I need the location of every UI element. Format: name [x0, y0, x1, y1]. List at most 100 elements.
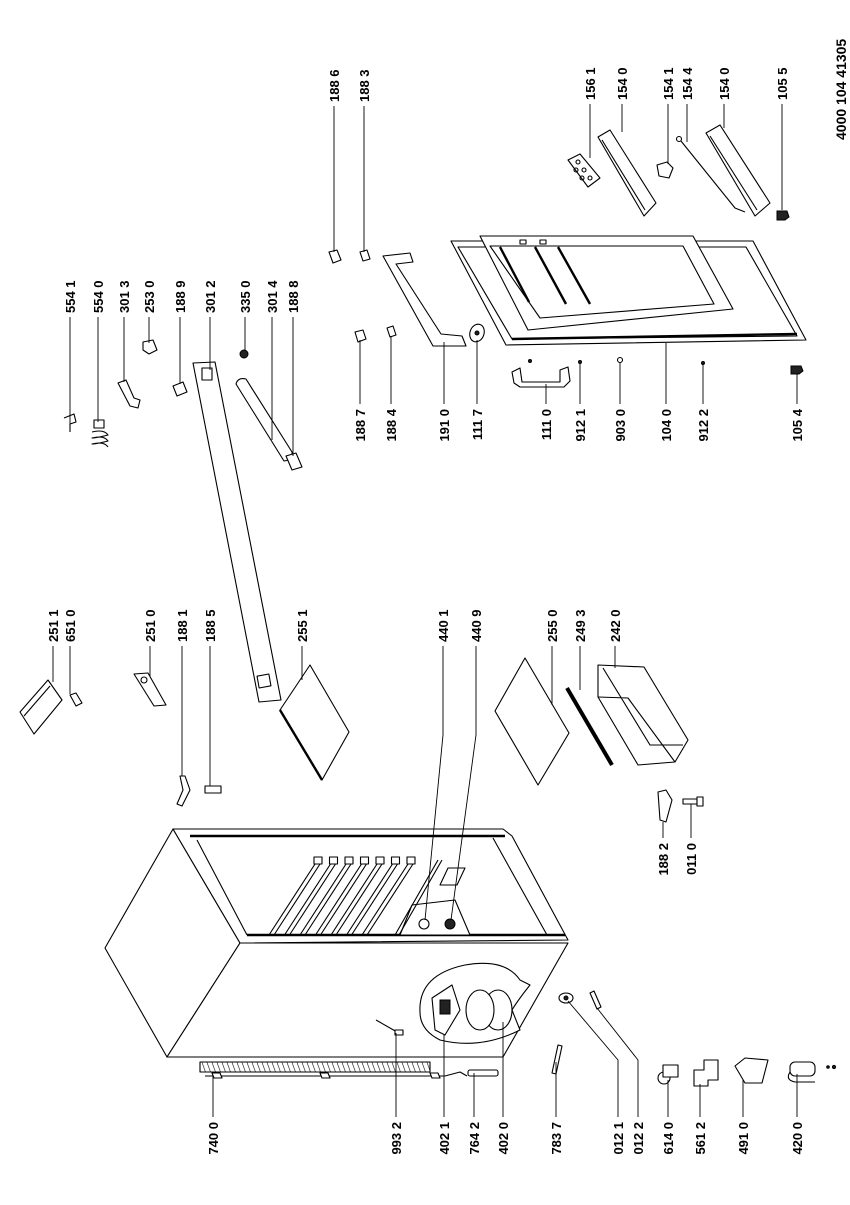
part-104-0-door: [450, 235, 807, 346]
part-251-1-light-cover: [19, 679, 63, 735]
part-740-0-condenser: [199, 1061, 468, 1079]
callout-label-191-0: 191 0: [437, 409, 452, 442]
callout-label-993-2: 993 2: [389, 1122, 404, 1155]
callout-label-154-0: 154 0: [717, 67, 732, 100]
callout-label-764-2: 764 2: [467, 1122, 482, 1155]
callout-label-154-4: 154 4: [680, 67, 695, 100]
part-188-9-cover: [172, 381, 188, 397]
part-251-0-light-diffuser: [133, 672, 167, 707]
part-105-4-hinge: [790, 365, 804, 375]
shelf-guide-rail: [315, 863, 367, 936]
part-993-2-sensor: [375, 1019, 404, 1036]
part-small-screws: [826, 1064, 837, 1070]
callout-label-301-3: 301 3: [117, 280, 132, 313]
part-105-5-hinge: [776, 210, 790, 221]
leader-line-012-2: [596, 1007, 639, 1117]
part-561-2-thermostat: [693, 1059, 719, 1087]
part-301-2-control-panel: [192, 361, 282, 703]
callout-label-188-5: 188 5: [203, 609, 218, 642]
part-255-0-glass-shelf: [494, 657, 570, 786]
part-912-1-screw: [528, 359, 582, 364]
callout-label-111-0: 111 0: [539, 409, 554, 440]
part-154-0-door-bin-lower: [705, 124, 771, 217]
callout-label-554-1: 554 1: [63, 280, 78, 313]
part-188-2-hinge-bracket: [657, 789, 673, 823]
callout-label-554-0: 554 0: [91, 280, 106, 313]
callout-label-402-1: 402 1: [437, 1122, 452, 1155]
part-154-4-wire-rail: [675, 135, 746, 213]
part-188-8-label: [285, 452, 303, 471]
callout-label-783-7: 783 7: [549, 1122, 564, 1155]
part-111-0-handle: [511, 366, 571, 388]
part-783-7-capillary: [551, 1044, 563, 1075]
shelf-guide: [328, 856, 339, 865]
callout-label-402-0: 402 0: [496, 1122, 511, 1155]
part-188-3-hinge-cover: [359, 249, 371, 262]
callout-label-420-0: 420 0: [790, 1122, 805, 1155]
callout-label-614-0: 614 0: [661, 1122, 676, 1155]
part-764-2-filter-drier: [467, 1069, 499, 1077]
callout-label-012-1: 012 1: [611, 1122, 626, 1155]
callout-label-105-4: 105 4: [790, 408, 805, 441]
part-554-0-spring: [91, 419, 109, 448]
part-012-1-grommet: [558, 992, 574, 1004]
callout-label-301-4: 301 4: [265, 280, 280, 313]
part-301-4-trim: [235, 378, 293, 462]
callout-label-154-1: 154 1: [661, 67, 676, 100]
part-156-1-egg-tray: [567, 153, 601, 188]
shelf-guide: [313, 856, 323, 865]
leader-line-440-1: [424, 646, 444, 921]
callout-label-188-6: 188 6: [327, 69, 342, 102]
part-491-0-cover: [734, 1057, 769, 1084]
part-compressor-assembly: [419, 962, 531, 1044]
part-012-2-plug: [589, 990, 602, 1010]
part-188-1-bracket: [176, 775, 191, 807]
callout-label-440-1: 440 1: [436, 609, 451, 642]
callout-label-440-9: 440 9: [469, 609, 484, 642]
leader-line-440-9: [450, 646, 477, 921]
part-111-7-badge: [469, 323, 485, 343]
callout-label-188-2: 188 2: [656, 843, 671, 876]
part-903-0-pin: [616, 356, 624, 364]
callout-label-335-0: 335 0: [238, 280, 253, 313]
shelf-guide-rail: [268, 863, 321, 936]
callout-label-912-1: 912 1: [573, 409, 588, 442]
callout-label-188-9: 188 9: [173, 280, 188, 313]
callout-label-154-0: 154 0: [615, 67, 630, 100]
part-614-0-relay: [657, 1064, 679, 1085]
callout-label-188-7: 188 7: [353, 409, 368, 442]
part-554-1-clip: [63, 413, 77, 432]
callout-label-111-7: 111 7: [470, 409, 485, 440]
callout-label-251-1: 251 1: [46, 609, 61, 642]
callout-label-740-0: 740 0: [206, 1122, 221, 1155]
part-249-3-shelf-trim: [565, 686, 614, 767]
callout-label-188-8: 188 8: [286, 280, 301, 313]
callout-label-651-0: 651 0: [63, 609, 78, 642]
callout-label-012-2: 012 2: [631, 1122, 646, 1155]
shelf-guide: [375, 856, 385, 865]
part-301-3-bracket: [117, 379, 141, 409]
shelf-guide-rail: [346, 863, 398, 936]
callout-label-104-0: 104 0: [659, 409, 674, 442]
part-154-1-bracket: [656, 161, 674, 179]
part-255-1-glass-shelf: [278, 664, 350, 781]
part-253-0-lamp-holder: [142, 339, 158, 355]
part-242-0-crisper-drawer: [597, 664, 689, 766]
shelf-guide: [390, 856, 401, 865]
callout-label-255-1: 255 1: [295, 609, 310, 642]
callout-label-255-0: 255 0: [545, 609, 560, 642]
leader-line-012-1: [567, 1000, 619, 1117]
part-188-6-hinge-cover: [328, 249, 342, 264]
part-651-0-lamp: [69, 692, 83, 707]
callout-label-561-2: 561 2: [693, 1122, 708, 1155]
callout-label-249-3: 249 3: [573, 609, 588, 642]
callout-label-903-0: 903 0: [613, 409, 628, 442]
part-188-7-cover: [354, 329, 367, 343]
callout-label-011-0: 011 0: [684, 843, 699, 875]
callout-label-251-0: 251 0: [143, 609, 158, 642]
callout-label-253-0: 253 0: [142, 280, 157, 313]
part-335-0-knob: [239, 349, 249, 359]
